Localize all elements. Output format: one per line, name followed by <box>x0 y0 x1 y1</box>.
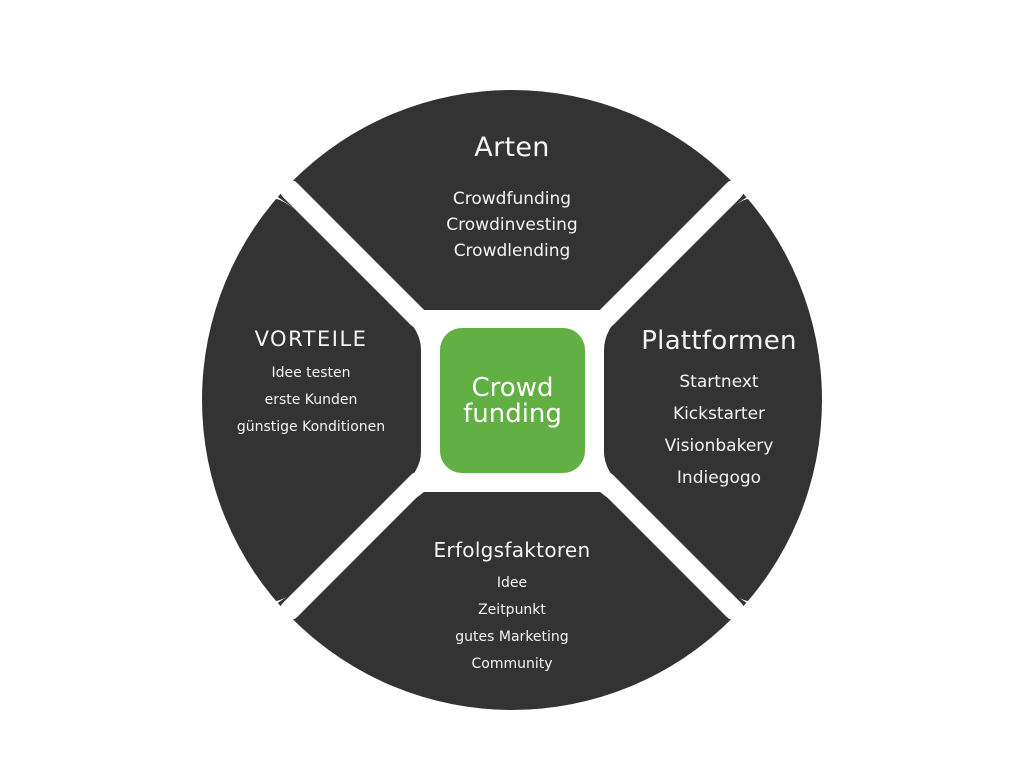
gap-top-right <box>596 180 744 328</box>
segment-bottom-item: Idee <box>496 575 528 591</box>
segment-right-item: Indiegogo <box>676 468 762 488</box>
center-label-line1: Crowd <box>471 372 554 403</box>
center-label: Crowd funding <box>440 328 585 473</box>
center-label-line2: funding <box>463 398 562 429</box>
segment-left-text: VORTEILE Idee testen erste Kunden günsti… <box>211 326 411 441</box>
segment-bottom-title: Erfolgsfaktoren <box>433 538 591 562</box>
segment-top-item: Crowdinvesting <box>446 215 578 235</box>
segment-bottom-item: Zeitpunkt <box>478 602 546 618</box>
center-box <box>440 328 585 473</box>
segment-right-item: Visionbakery <box>664 436 774 456</box>
segment-bottom-item: Community <box>471 656 553 672</box>
segment-top-item: Crowdlending <box>453 241 571 261</box>
segment-left-item: günstige Konditionen <box>236 419 386 435</box>
gap-bottom-right <box>596 472 744 620</box>
segment-right-item: Kickstarter <box>672 404 766 424</box>
gap-bottom-left <box>280 472 428 620</box>
segment-top-item: Crowdfunding <box>452 189 572 209</box>
segment-top-text: Arten Crowdfunding Crowdinvesting Crowdl… <box>412 132 612 264</box>
segment-top-title: Arten <box>474 132 550 163</box>
segment-left <box>202 170 421 630</box>
segment-bottom-text: Erfolgsfaktoren Idee Zeitpunkt gutes Mar… <box>412 536 612 678</box>
segment-right-title: Plattformen <box>641 326 797 356</box>
segment-left-item: erste Kunden <box>264 392 358 408</box>
segment-right-text: Plattformen Startnext Kickstarter Vision… <box>619 324 819 494</box>
segment-left-item: Idee testen <box>271 365 351 381</box>
gap-top-left <box>280 180 428 328</box>
gap-lines <box>280 180 744 620</box>
segment-right <box>604 170 822 630</box>
segment-left-title: VORTEILE <box>254 327 368 351</box>
segment-bottom-item: gutes Marketing <box>455 629 569 645</box>
segment-right-item: Startnext <box>679 372 759 392</box>
